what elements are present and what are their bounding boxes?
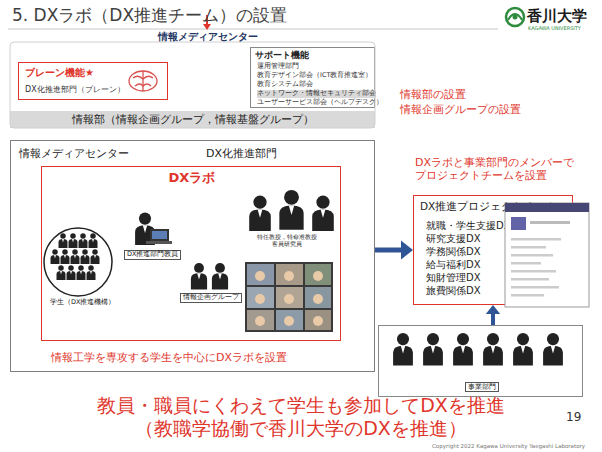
node-text: 情報工学を専攻する学生を中心にDXラボを設置 (51, 351, 287, 364)
university-logo (506, 8, 524, 26)
node-text: ユーザーサービス部会（ヘルプデスク） (257, 99, 383, 107)
node-text: DX推進プロジェクトチーム (420, 200, 556, 213)
flow-arrow (375, 240, 413, 259)
slide-title: 5. DXラボ（DX推進チーム）の設置 (12, 5, 287, 25)
node-text: DX化推進部門 (206, 147, 277, 160)
slide-caption: 教員・職員にくわえて学生も参加してDXを推進 （教職学協働で香川大学のDXを推進… (76, 394, 526, 440)
logo-subtext: KAGAWA UNIVERSITY (528, 25, 581, 31)
professor-group (249, 190, 334, 231)
node-text: DXラボ (42, 170, 342, 186)
node-text: 旅費関係DX (426, 285, 481, 297)
node-text: 給与福利DX (426, 259, 481, 271)
note-text: DXラボと事業部門のメンバーで プロジェクトチームを設置 (415, 156, 580, 182)
teacher-with-laptop (135, 213, 172, 245)
page-number: 19 (566, 410, 581, 424)
member-label: 学生（DX推進機構） (50, 299, 115, 307)
node-text: 教育システム部会 (257, 81, 313, 89)
dx-lab-box: DXラボ (41, 166, 341, 341)
top-frame (10, 42, 375, 128)
arrow-shaft (375, 248, 401, 253)
node-text: 情報部（情報企画グループ，情報基盤グループ） (10, 113, 375, 126)
business-box: 事業部門 (378, 325, 583, 397)
project-team-box: DX推進プロジェクトチーム就職・学生支援DX研究支援DX学務関係DX給与福利DX… (413, 195, 573, 305)
center-label: 情報メディアセンター (158, 31, 258, 43)
node-text: ブレーン機能★ (25, 67, 94, 79)
staff-group (191, 263, 228, 290)
center-box: 情報メディアセンター DX化推進部門情報工学を専攻する学生を中心にDXラボを設置 D… (10, 140, 375, 372)
member-label: 情報企画グループ (180, 293, 242, 303)
node-text: 教育デザイン部会（ICT教育推進室） (257, 72, 372, 80)
node-text: ネットワーク・情報セキュリティ部会 (257, 90, 376, 98)
node-text: 研究支援DX (426, 233, 481, 245)
brain-box: ブレーン機能★ DX化推進部門（ブレーン） (18, 62, 168, 100)
member-label: 特任教授，特命准教授 客員研究員 (255, 233, 319, 247)
note-text: 情報部の設置 (400, 88, 466, 101)
node-text: 運用管理部門 (257, 63, 299, 71)
node-text: 学務関係DX (426, 246, 481, 258)
copyright-text: Copyright 2022 Kagawa University Yaegash… (432, 443, 585, 450)
member-label: DX推進部門教員 (124, 250, 181, 260)
support-box: サポート機能運用管理部門教育デザイン部会（ICT教育推進室）教育システム部会ネッ… (250, 47, 375, 108)
logo-text: 香川大学 (527, 7, 587, 25)
node-text: サポート機能 (255, 50, 309, 61)
student-group (44, 228, 112, 296)
department-band: 情報部（情報企画グループ，情報基盤グループ） (10, 111, 375, 128)
title-rule (8, 29, 498, 30)
note-text: 情報企画グループの設置 (400, 103, 521, 116)
node-text: DX化推進部門（ブレーン） (25, 85, 125, 95)
node-text: 事業部門 (465, 382, 499, 392)
flow-arrow (486, 305, 500, 325)
node-text: 就職・学生支援DX (426, 220, 511, 232)
arrow-shaft (491, 314, 495, 325)
arrow-head (486, 305, 500, 314)
arrow-head (401, 240, 413, 259)
node-text: 情報メディアセンター (19, 147, 129, 160)
node-text: 知財管理DX (426, 272, 481, 284)
video-meeting-photo (245, 262, 333, 332)
